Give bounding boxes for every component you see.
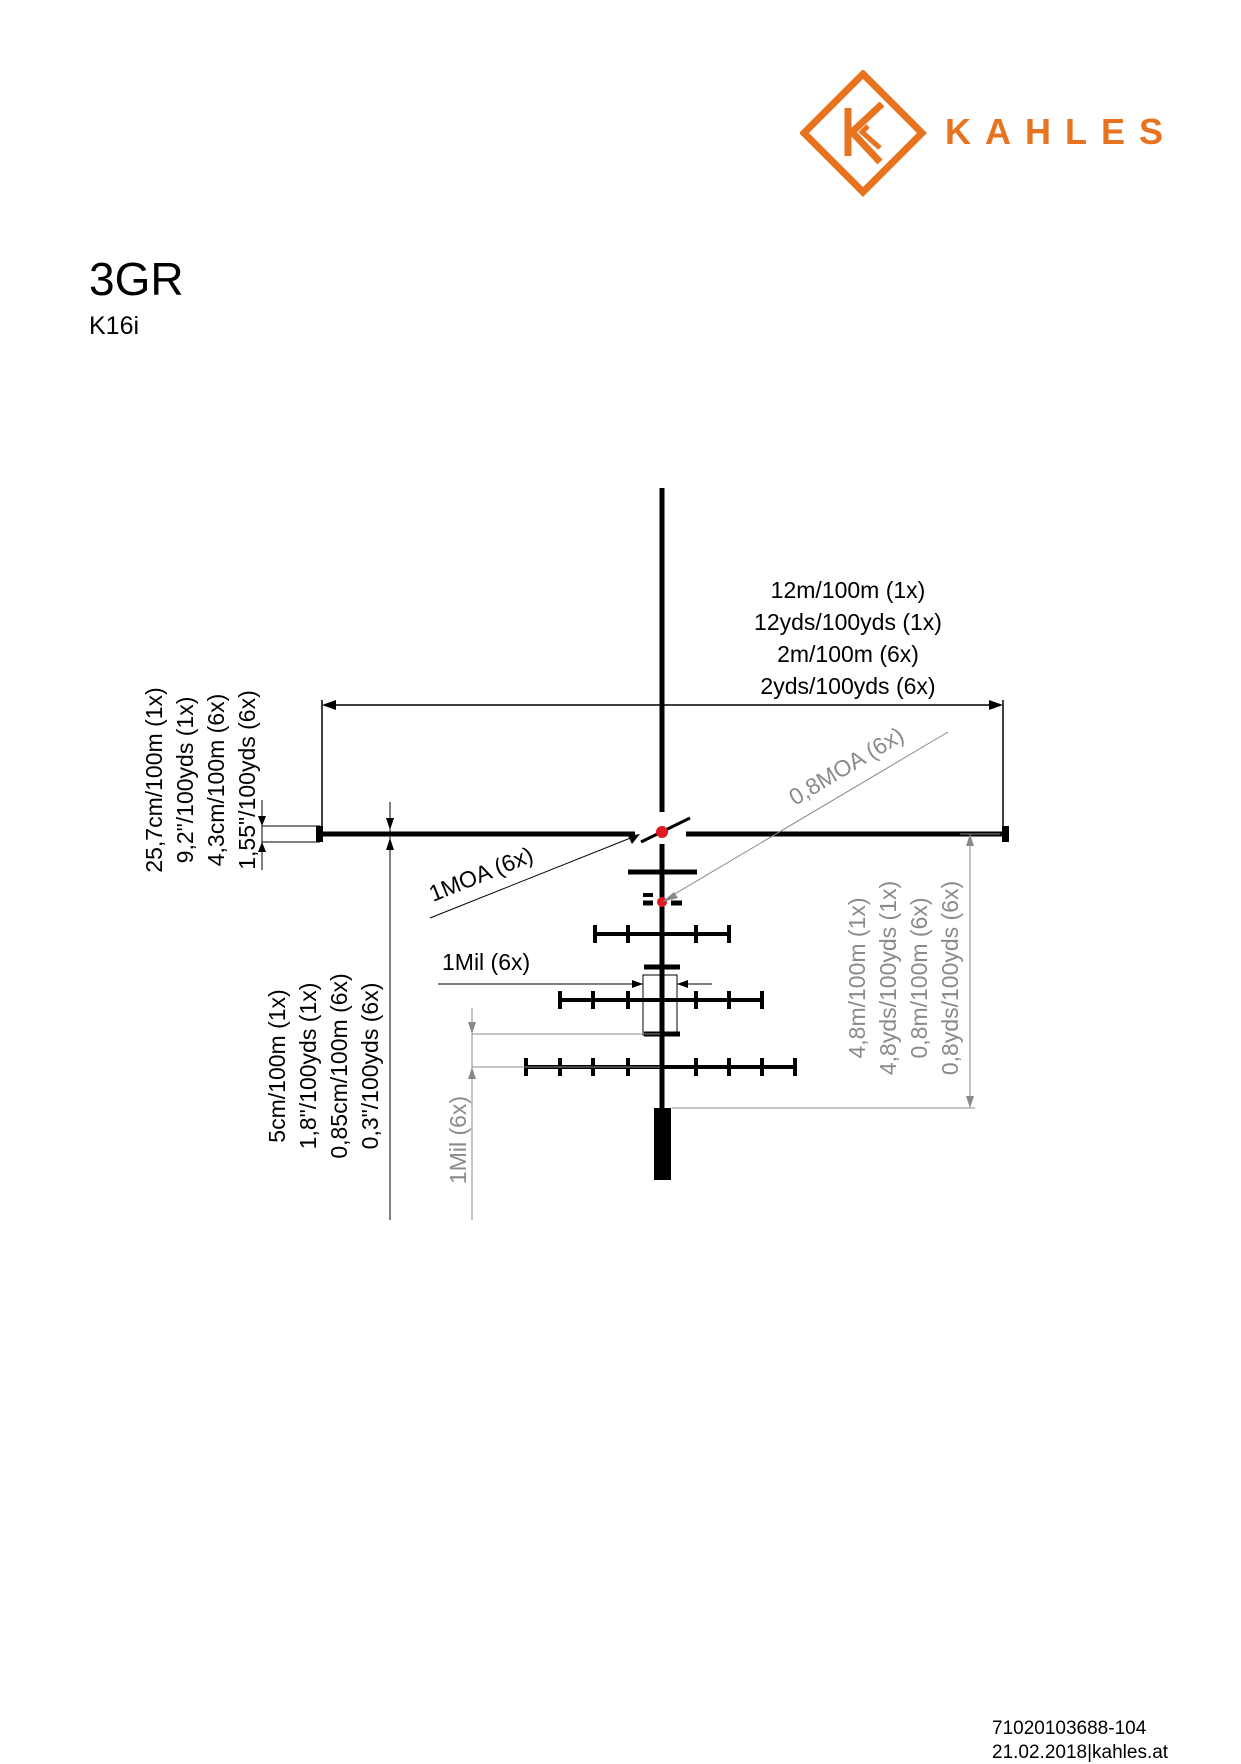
horizontal-span-label-3: 2m/100m (6x) [777, 641, 919, 667]
vertical-span-label-2: 4,8yds/100yds (1x) [875, 881, 901, 1075]
center-dot [656, 826, 668, 838]
date-website: 21.02.2018|kahles.at [992, 1742, 1169, 1763]
left-bar-end [316, 826, 323, 842]
right-bar-end [1002, 826, 1009, 842]
horizontal-span-label-1: 12m/100m (1x) [771, 577, 926, 603]
mil-horizontal-dimension [438, 980, 712, 988]
mil-vertical-dimension [468, 1008, 660, 1220]
bar-thickness-label-2: 9,2"/100yds (1x) [172, 697, 198, 864]
vertical-span-label-1: 4,8m/100m (1x) [844, 897, 870, 1058]
model-subtitle: K16i [89, 312, 140, 340]
horizontal-span-label-4: 2yds/100yds (6x) [760, 673, 935, 699]
vertical-span-label-3: 0,8m/100m (6x) [906, 897, 932, 1058]
horizontal-span-labels: 12m/100m (1x) 12yds/100yds (1x) 2m/100m … [754, 577, 942, 699]
gap-height-label-2: 1,8"/100yds (1x) [295, 983, 321, 1150]
brand-name: KAHLES [945, 111, 1178, 152]
gap-height-label-4: 0,3"/100yds (6x) [357, 983, 383, 1150]
holdover-bar-5-ticks [558, 991, 764, 1009]
moa-1-dimension [429, 834, 640, 919]
holdover-bar-3-ticks [593, 925, 731, 943]
gap-height-labels: 5cm/100m (1x) 1,8"/100yds (1x) 0,85cm/10… [264, 973, 383, 1158]
bottom-post [654, 1108, 671, 1180]
moa-1-label: 1MOA (6x) [425, 841, 537, 906]
vertical-span-label-4: 0,8yds/100yds (6x) [937, 881, 963, 1075]
vertical-span-labels: 4,8m/100m (1x) 4,8yds/100yds (1x) 0,8m/1… [844, 881, 963, 1075]
mil-horizontal-label: 1Mil (6x) [442, 949, 530, 975]
mil-box [642, 974, 678, 1036]
bar-thickness-label-3: 4,3cm/100m (6x) [203, 694, 229, 867]
gap-height-label-1: 5cm/100m (1x) [264, 989, 290, 1142]
kahles-logo-mark [800, 70, 927, 197]
vertical-span-dimension [672, 833, 1000, 1109]
moa-08-dimension [662, 731, 949, 902]
moa-08-label: 0,8MOA (6x) [784, 722, 908, 811]
gap-height-dimension [386, 802, 394, 1220]
part-number: 71020103688-104 [992, 1718, 1147, 1739]
bar-thickness-labels: 25,7cm/100m (1x) 9,2"/100yds (1x) 4,3cm/… [141, 687, 260, 872]
bar-thickness-dimension [258, 800, 320, 870]
page-title: 3GR [89, 253, 184, 305]
bar-thickness-label-4: 1,55"/100yds (6x) [234, 690, 260, 870]
mil-vertical-label: 1Mil (6x) [445, 1096, 471, 1184]
horizontal-span-dimension [321, 700, 1004, 828]
gap-height-label-3: 0,85cm/100m (6x) [326, 973, 352, 1158]
bar-thickness-label-1: 25,7cm/100m (1x) [141, 687, 167, 872]
horizontal-span-label-2: 12yds/100yds (1x) [754, 609, 942, 635]
